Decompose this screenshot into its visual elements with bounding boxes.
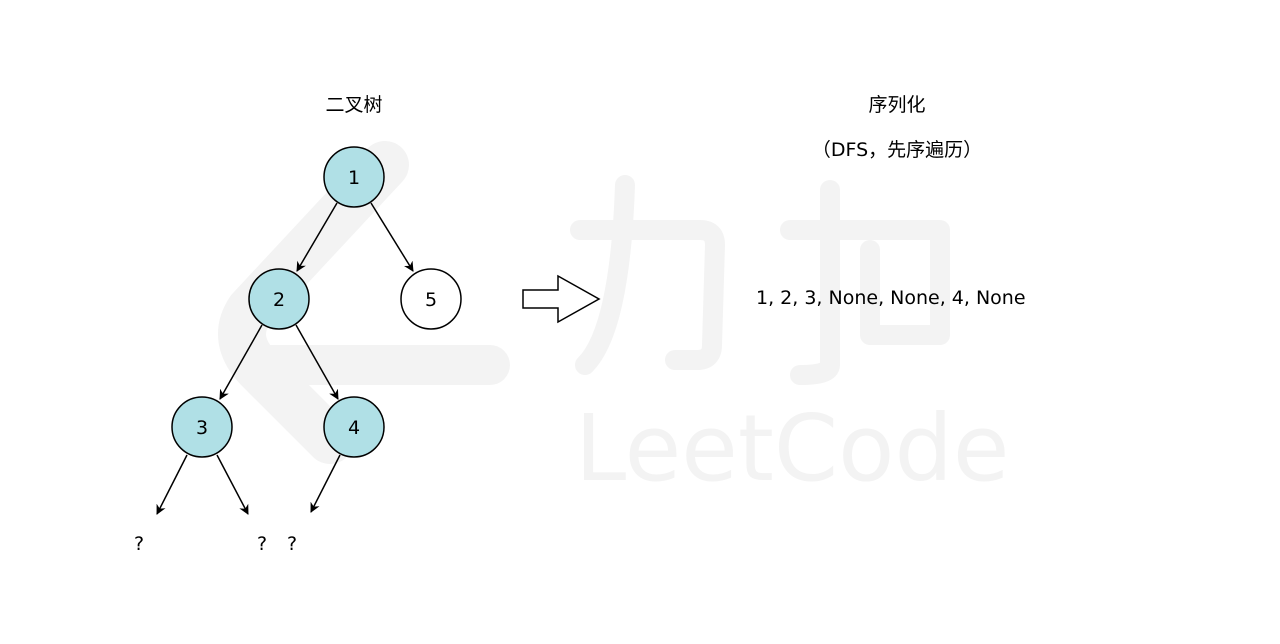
edge-1-2 [296,202,338,272]
tree-node-5-label: 5 [425,289,437,311]
unknown-child-3-left: ? [134,533,145,555]
tree-node-2 [248,268,310,330]
unknown-child-4-left: ? [287,533,298,555]
tree-node-2-label: 2 [273,289,285,311]
tree-title: 二叉树 [325,94,383,116]
tree-node-3-label: 3 [196,417,208,439]
serialize-subtitle: （DFS，先序遍历） [811,139,983,161]
serialized-sequence: 1, 2, 3, None, None, 4, None [756,287,1026,309]
watermark-leetcode-text: LeetCode [575,395,1009,502]
edge-2-4 [295,324,339,400]
tree-node-1-label: 1 [348,167,360,189]
transform-arrow-icon [522,274,601,324]
edge-2-3 [219,324,263,400]
tree-node-4 [323,396,385,458]
edge-3-right [216,454,249,515]
tree-node-3 [171,396,233,458]
edge-1-5 [370,202,414,272]
tree-node-5 [400,268,462,330]
unknown-child-3-right: ? [257,533,268,555]
tree-node-4-label: 4 [348,417,360,439]
edge-3-left [156,454,188,515]
edge-4-left [310,454,341,513]
tree-node-1 [323,146,385,208]
serialize-title: 序列化 [868,94,926,116]
